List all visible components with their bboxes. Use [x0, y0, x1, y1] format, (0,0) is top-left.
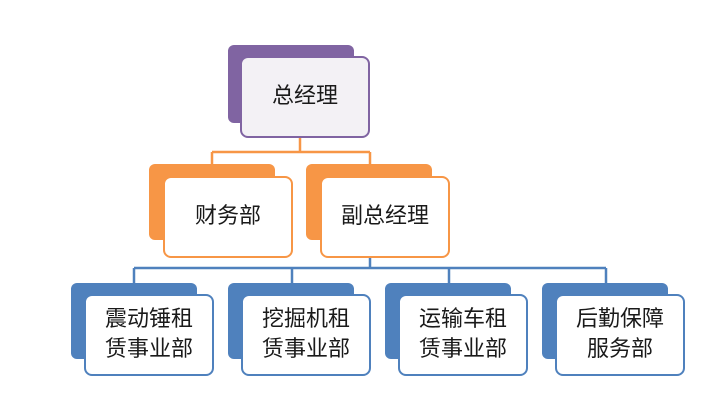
node-front-box: 总经理 — [240, 56, 370, 138]
node-label: 财务部 — [194, 204, 261, 229]
node-front-box: 震动锤租 赁事业部 — [84, 294, 214, 376]
node-front-box: 挖掘机租 赁事业部 — [241, 294, 371, 376]
node-label: 总经理 — [271, 84, 338, 109]
node-label: 运输车租 赁事业部 — [418, 307, 507, 362]
node-front-box: 后勤保障 服务部 — [555, 294, 685, 376]
connector-vp-level2 — [132, 257, 608, 283]
node-front-box: 副总经理 — [320, 176, 450, 258]
node-label: 震动锤租 赁事业部 — [104, 307, 193, 362]
node-label: 挖掘机租 赁事业部 — [261, 307, 350, 362]
connector-root-level1 — [210, 137, 372, 164]
node-front-box: 运输车租 赁事业部 — [398, 294, 528, 376]
node-label: 后勤保障 服务部 — [575, 307, 664, 362]
node-label: 副总经理 — [340, 204, 429, 229]
node-front-box: 财务部 — [163, 176, 293, 258]
